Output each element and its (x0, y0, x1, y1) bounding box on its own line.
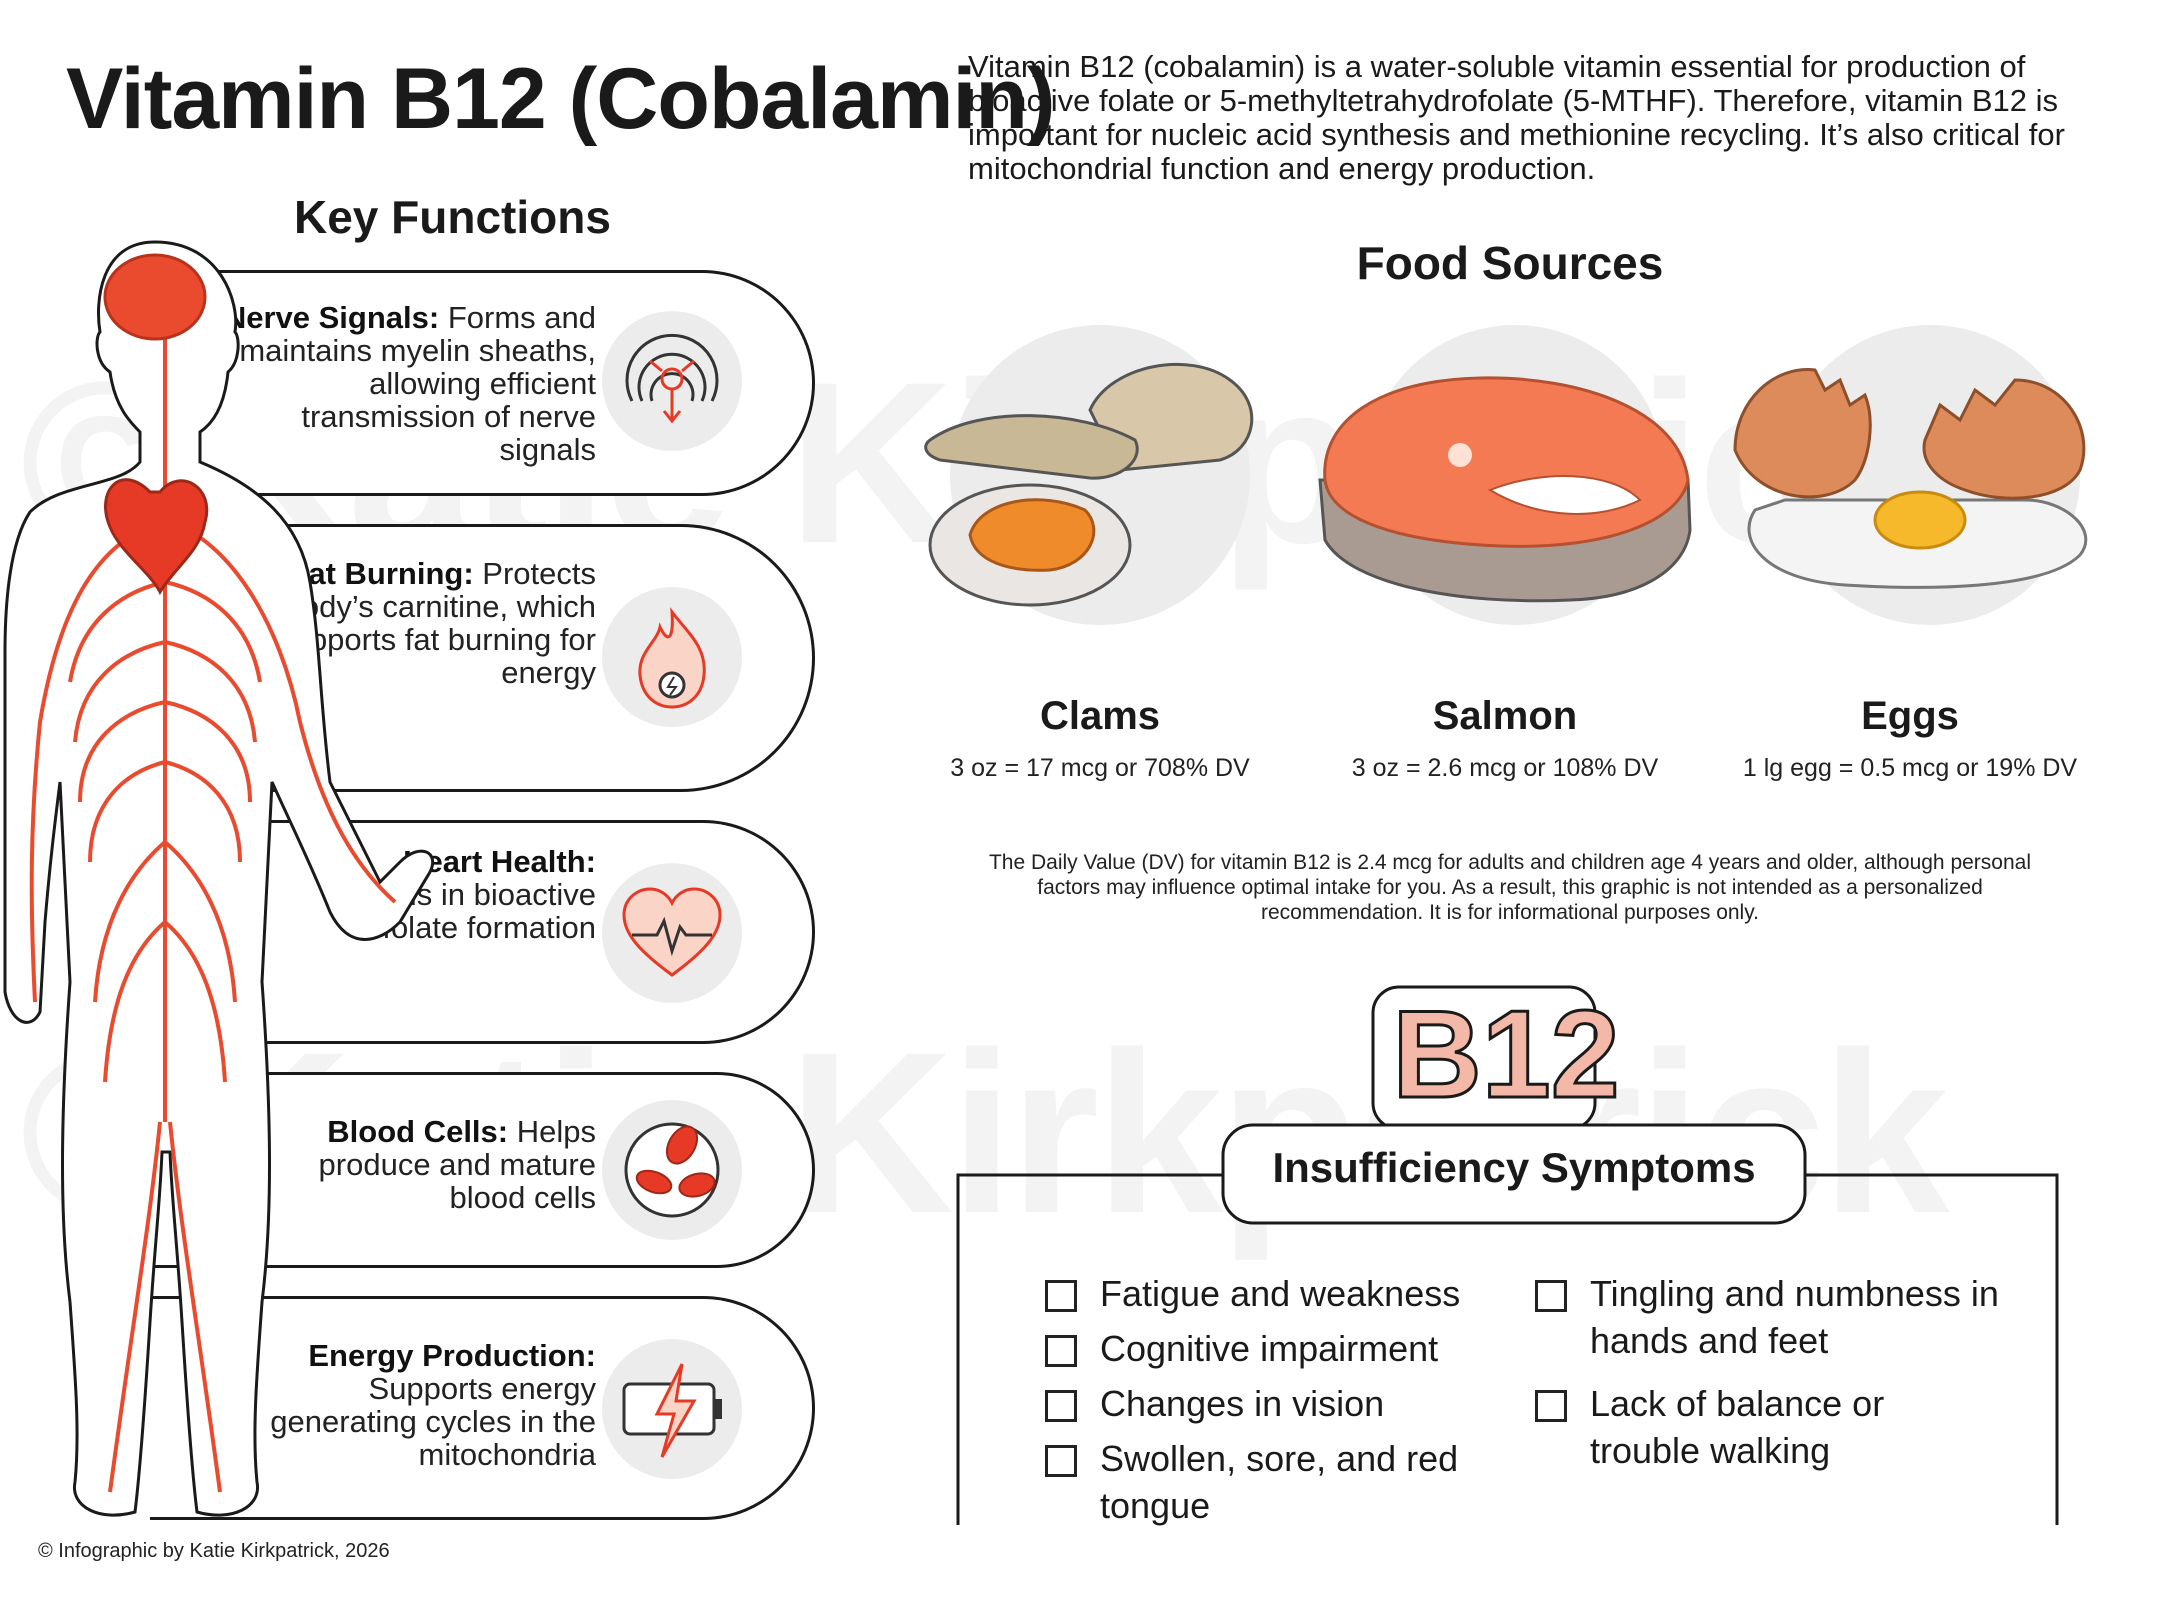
food-amount-clams: 3 oz = 17 mcg or 708% DV (950, 754, 1250, 782)
food-sources-heading: Food Sources (1356, 237, 1664, 289)
symptom-label: Fatigue and weakness (1100, 1273, 1461, 1314)
symptom-label: Changes in vision (1100, 1383, 1385, 1424)
blood-cells-icon (602, 1100, 742, 1240)
checkbox[interactable] (1045, 1335, 1077, 1367)
b12-badge: B12 (1391, 986, 1621, 1124)
function-text: Protects body’s carnitine, which support… (277, 556, 596, 690)
cracked-egg-icon (1733, 368, 2088, 589)
function-card-nerve-signals: Nerve Signals: Forms and maintains myeli… (150, 270, 815, 496)
flame-icon (602, 587, 742, 727)
intro-paragraph: Vitamin B12 (cobalamin) is a water-solub… (968, 49, 2065, 186)
symptom-label: Cognitive impairment (1100, 1328, 1439, 1369)
symptom-item: Fatigue and weakness (1045, 1270, 1560, 1317)
food-amount-eggs: 1 lg egg = 0.5 mcg or 19% DV (1742, 754, 2078, 782)
salmon-steak-icon (1318, 376, 1692, 603)
symptom-label: Tingling and numbness in hands and feet (1590, 1273, 1999, 1361)
symptom-item: Lack of balance or trouble walking (1535, 1380, 1970, 1474)
symptom-label: Lack of balance or trouble walking (1590, 1383, 1885, 1471)
function-title: Nerve Signals: (223, 300, 440, 335)
checkbox[interactable] (1045, 1445, 1077, 1477)
checkbox[interactable] (1045, 1390, 1077, 1422)
symptom-item: Changes in vision (1045, 1380, 1560, 1427)
function-title: Fat Burning: (289, 556, 474, 591)
food-amount-salmon: 3 oz = 2.6 mcg or 108% DV (1351, 754, 1659, 782)
function-text: Forms and maintains myelin sheaths, allo… (239, 300, 596, 467)
key-functions-heading: Key Functions (294, 191, 611, 243)
symptom-item: Tingling and numbness in hands and feet (1535, 1270, 2060, 1364)
function-title: Energy Production: (308, 1338, 596, 1373)
battery-bolt-icon (602, 1339, 742, 1479)
nervous-system-body-icon (3, 240, 435, 1517)
checkbox[interactable] (1045, 1280, 1077, 1312)
page-title: Vitamin B12 (Cobalamin) (66, 51, 1056, 147)
clam-icon (924, 362, 1254, 607)
function-title: Heart Health: (403, 844, 596, 879)
food-name-salmon: Salmon (1432, 694, 1578, 738)
symptom-label: Swollen, sore, and red tongue (1100, 1438, 1459, 1526)
checkbox[interactable] (1535, 1390, 1567, 1422)
checkbox[interactable] (1535, 1280, 1567, 1312)
food-name-eggs: Eggs (1861, 694, 1959, 738)
footer-credit: © Infographic by Katie Kirkpatrick, 2026 (38, 1540, 390, 1562)
symptom-item: Cognitive impairment (1045, 1325, 1560, 1372)
symptoms-heading: Insufficiency Symptoms (1272, 1144, 1756, 1191)
function-title: Blood Cells: (327, 1114, 509, 1149)
food-name-clams: Clams (1039, 694, 1161, 738)
symptom-item: Swollen, sore, and red tongue (1045, 1435, 1460, 1529)
heart-pulse-icon (602, 863, 742, 1003)
function-text: Supports energy generating cycles in the… (270, 1371, 596, 1472)
function-text: Helps produce and mature blood cells (318, 1114, 596, 1215)
daily-value-note: The Daily Value (DV) for vitamin B12 is … (988, 851, 2031, 924)
neuron-icon (602, 311, 742, 451)
symptoms-frame (956, 985, 2059, 1525)
